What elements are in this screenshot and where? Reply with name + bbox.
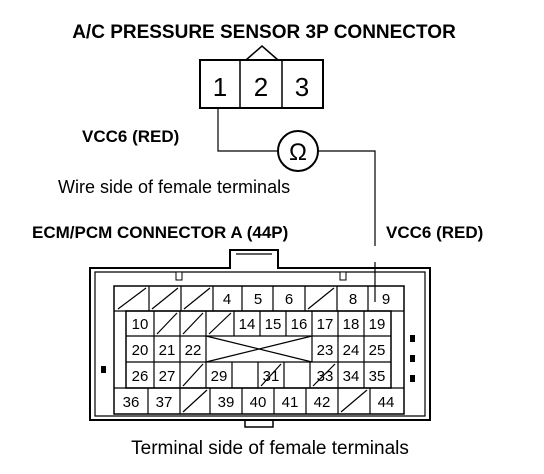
ecm-pin-18: 18: [343, 316, 360, 333]
ohmmeter-icon: Ω: [277, 130, 319, 172]
ecm-pin-10: 10: [132, 316, 149, 333]
ecm-pin-39: 39: [218, 394, 235, 411]
ecm-pin-40: 40: [250, 394, 267, 411]
ecm-pin-35: 35: [369, 368, 386, 385]
ecm-pin-21: 21: [159, 342, 176, 359]
ecm-pin-27: 27: [159, 368, 176, 385]
ecm-pin-41: 41: [282, 394, 299, 411]
ecm-pin-29: 29: [211, 368, 228, 385]
sensor-connector: 1 2 3: [199, 45, 324, 109]
ecm-pin-20: 20: [132, 342, 149, 359]
sensor-connector-title: A/C PRESSURE SENSOR 3P CONNECTOR: [72, 22, 456, 43]
ecm-connector-title: ECM/PCM CONNECTOR A (44P): [32, 223, 288, 242]
ecm-pin-26: 26: [132, 368, 149, 385]
ecm-pin-17: 17: [317, 316, 334, 333]
ecm-pin-31: 31: [263, 368, 280, 385]
ecm-pin-9: 9: [382, 291, 390, 308]
ecm-pin-16: 16: [291, 316, 308, 333]
vcc6-left-label: VCC6 (RED): [82, 127, 179, 146]
ecm-pin-23: 23: [317, 342, 334, 359]
ecm-pin-36: 36: [123, 394, 140, 411]
wire-side-label: Wire side of female terminals: [58, 177, 290, 197]
terminal-side-label: Terminal side of female terminals: [131, 438, 409, 459]
ecm-pin-15: 15: [265, 316, 282, 333]
meter-wire-right: [318, 150, 376, 246]
sensor-pin-2: 2: [254, 72, 268, 102]
ecm-pin-33: 33: [317, 368, 334, 385]
ecm-pin-22: 22: [185, 342, 202, 359]
ecm-connector: 4 5 6 8 9 10 14 15 16 17 18 19 20 21 22 …: [89, 249, 431, 428]
sensor-pin-3: 3: [295, 72, 309, 102]
sensor-pin-1: 1: [213, 72, 227, 102]
ecm-pin-34: 34: [343, 368, 360, 385]
vcc6-right-label: VCC6 (RED): [386, 223, 483, 242]
ecm-pin-5: 5: [254, 291, 262, 308]
ecm-pin-37: 37: [156, 394, 173, 411]
svg-text:Ω: Ω: [289, 139, 307, 166]
ecm-pin-44: 44: [378, 394, 395, 411]
ecm-pin-4: 4: [223, 291, 231, 308]
ecm-pin-25: 25: [369, 342, 386, 359]
ecm-pin-14: 14: [239, 316, 256, 333]
ecm-pin-42: 42: [314, 394, 331, 411]
ecm-pin-6: 6: [285, 291, 293, 308]
ecm-pin-19: 19: [369, 316, 386, 333]
ecm-pin-24: 24: [343, 342, 360, 359]
meter-wire-left: [217, 108, 278, 152]
ecm-pin-8: 8: [349, 291, 357, 308]
